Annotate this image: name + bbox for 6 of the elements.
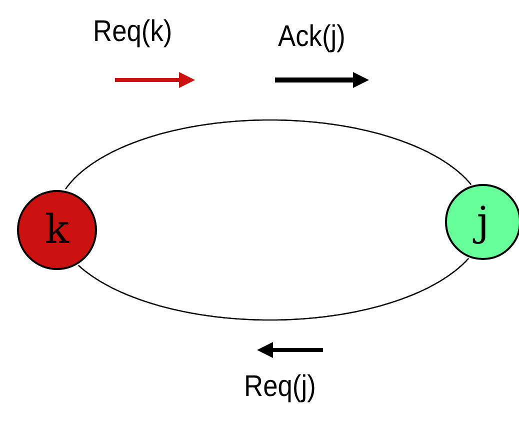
message-label: Req(k) [93, 17, 172, 47]
message-label: Req(j) [244, 372, 316, 402]
ring-arc [64, 119, 472, 190]
ring-arc [78, 258, 470, 321]
message-label: Ack(j) [278, 22, 346, 52]
node-label: k [44, 210, 70, 250]
